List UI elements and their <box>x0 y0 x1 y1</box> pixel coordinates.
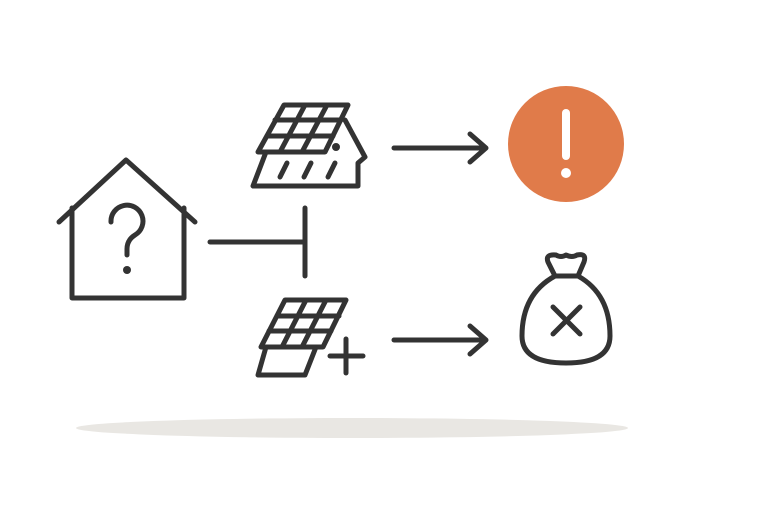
ground-shadow <box>76 418 628 438</box>
house-question-icon <box>56 157 198 301</box>
arrow-right-icon <box>391 131 489 165</box>
solar-panel-add-icon <box>255 297 366 378</box>
branch-connector <box>207 205 308 279</box>
alert-exclamation-icon <box>508 86 624 202</box>
money-bag-cancel-icon <box>519 252 613 366</box>
arrow-right-icon <box>391 323 489 357</box>
solar-roof-icon <box>250 102 368 189</box>
